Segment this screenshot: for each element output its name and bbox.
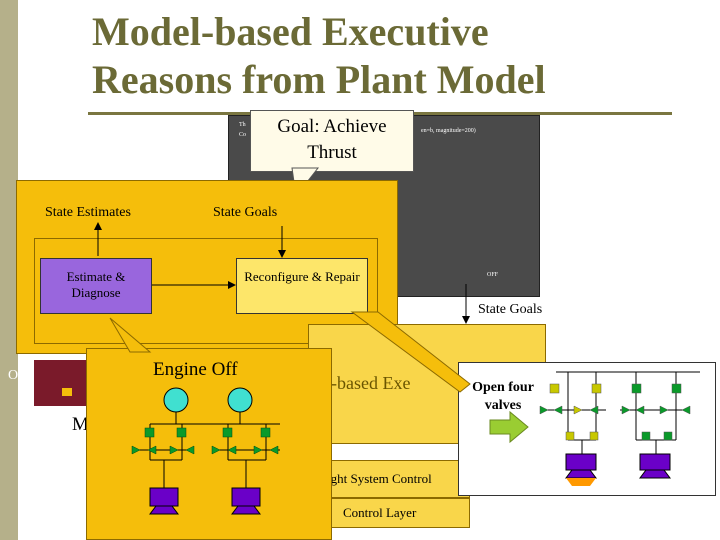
- engine-icon: [565, 453, 597, 471]
- valve-icon: [589, 405, 599, 415]
- valve-icon: [176, 427, 187, 438]
- open-valves-pointer: [350, 311, 471, 393]
- valve-icon: [131, 445, 141, 455]
- tank-icon: [163, 387, 189, 413]
- valve-icon: [222, 427, 233, 438]
- flight-control-label: ight System Control: [327, 471, 432, 486]
- valve-icon: [663, 431, 673, 441]
- estimate-diagnose-box: Estimate & Diagnose: [40, 258, 152, 314]
- reconfigure-repair-label: Reconfigure & Repair: [244, 269, 360, 284]
- valve-icon: [269, 445, 279, 455]
- valve-icon: [169, 445, 179, 455]
- tank-icon: [227, 387, 253, 413]
- open-valves-engines: [565, 453, 671, 486]
- engine-off-valves: [131, 427, 279, 455]
- valve-icon: [681, 405, 691, 415]
- reconfigure-repair-box: Reconfigure & Repair: [236, 258, 368, 314]
- title-line-1: Model-based Executive: [92, 9, 489, 54]
- valve-icon: [260, 427, 271, 438]
- flight-control-box: ight System Control: [308, 460, 470, 498]
- valve-icon: [539, 405, 549, 415]
- state-goals-label: State Goals: [213, 205, 278, 220]
- observation-bar: Obs: [8, 360, 90, 406]
- valve-icon: [591, 383, 602, 394]
- engine-icon: [639, 453, 671, 471]
- valve-icon: [185, 445, 195, 455]
- engine-icon: [639, 469, 671, 479]
- valve-icon: [659, 405, 669, 415]
- goal-text: Goal: Achieve Thrust: [277, 116, 387, 163]
- valve-icon: [147, 445, 157, 455]
- title-line-2: Reasons from Plant Model: [92, 57, 546, 102]
- flame-icon: [566, 478, 596, 486]
- valve-icon: [144, 427, 155, 438]
- valve-icon: [549, 383, 560, 394]
- engine-icon: [231, 487, 261, 507]
- valve-icon: [253, 445, 263, 455]
- off-label: OFF: [487, 272, 499, 278]
- state-goals-right-label: State Goals: [478, 302, 543, 317]
- executive-partial-label: -based Exe: [331, 373, 411, 393]
- left-sidebar-strip: [0, 0, 18, 540]
- valve-icon: [553, 405, 563, 415]
- valve-icon: [227, 445, 237, 455]
- engine-off-engines: [149, 487, 261, 515]
- valve-icon: [671, 383, 682, 394]
- control-layer-box: Control Layer: [308, 498, 470, 528]
- valve-icon: [211, 445, 221, 455]
- valve-icon: [635, 405, 645, 415]
- arrow-icon: [489, 410, 529, 444]
- valve-icon: [641, 431, 651, 441]
- sensor-icon: [62, 388, 72, 396]
- program-line-2: Co: [239, 132, 247, 138]
- valve-icon: [565, 431, 575, 441]
- m-partial-label: M: [72, 414, 89, 435]
- goal-callout: Goal: Achieve Thrust: [250, 110, 414, 172]
- engine-off-label: Engine Off: [153, 359, 238, 380]
- valve-icon: [589, 431, 599, 441]
- state-estimates-label: State Estimates: [45, 205, 131, 220]
- engine-icon: [149, 505, 179, 515]
- open-valves-valves: [539, 383, 691, 441]
- control-layer-label: Control Layer: [343, 505, 417, 520]
- obs-partial-label: Obs: [8, 368, 31, 383]
- engine-icon: [231, 505, 261, 515]
- valve-icon: [631, 383, 642, 394]
- estimate-diagnose-label: Estimate & Diagnose: [66, 269, 126, 300]
- open-valves-label: Open four valves: [472, 380, 534, 413]
- valve-icon: [573, 405, 583, 415]
- valve-icon: [621, 405, 631, 415]
- program-line-1: Th: [239, 122, 246, 128]
- program-line-3: en=b, magnitude=200): [421, 128, 476, 134]
- engine-icon: [149, 487, 179, 507]
- engine-icon: [565, 469, 597, 479]
- slide-title: Model-based Executive Reasons from Plant…: [92, 8, 546, 104]
